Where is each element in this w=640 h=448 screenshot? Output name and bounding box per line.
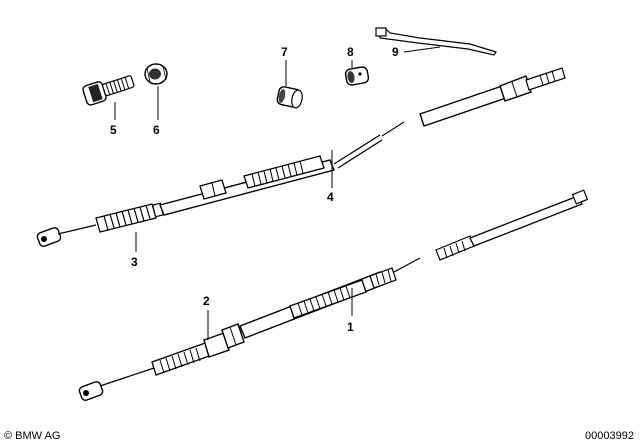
upper-cable-right-fitting bbox=[499, 67, 566, 102]
part-5-bolt bbox=[82, 75, 135, 106]
lower-cable-end-nipple bbox=[78, 381, 104, 401]
callout-8: 8 bbox=[347, 45, 354, 59]
part-7-nipple bbox=[276, 86, 303, 109]
copyright-label: © BMW AG bbox=[4, 430, 61, 442]
callout-2: 2 bbox=[203, 294, 210, 308]
callout-6: 6 bbox=[153, 123, 160, 137]
callout-4: 4 bbox=[327, 190, 334, 204]
lower-cable-boot bbox=[289, 279, 367, 319]
part-2-adjuster bbox=[151, 323, 245, 376]
upper-cable-ferrule bbox=[199, 179, 227, 200]
part-6-nut bbox=[144, 63, 168, 85]
part-3-adjuster bbox=[95, 202, 165, 233]
upper-cable-boot bbox=[243, 155, 325, 189]
diagram-number: 00003992 bbox=[585, 430, 634, 442]
part-9-cable-tie bbox=[375, 27, 497, 56]
callout-7: 7 bbox=[281, 45, 288, 59]
lower-cable-assembly bbox=[78, 189, 589, 401]
callout-5: 5 bbox=[110, 123, 117, 137]
callout-9: 9 bbox=[392, 45, 399, 59]
upper-cable-end-nipple bbox=[36, 227, 62, 247]
upper-cable-assembly bbox=[36, 67, 566, 247]
callout-1: 1 bbox=[347, 320, 354, 334]
leader-line-9 bbox=[403, 46, 441, 53]
part-8-barrel bbox=[344, 66, 370, 86]
callout-3: 3 bbox=[131, 255, 138, 269]
